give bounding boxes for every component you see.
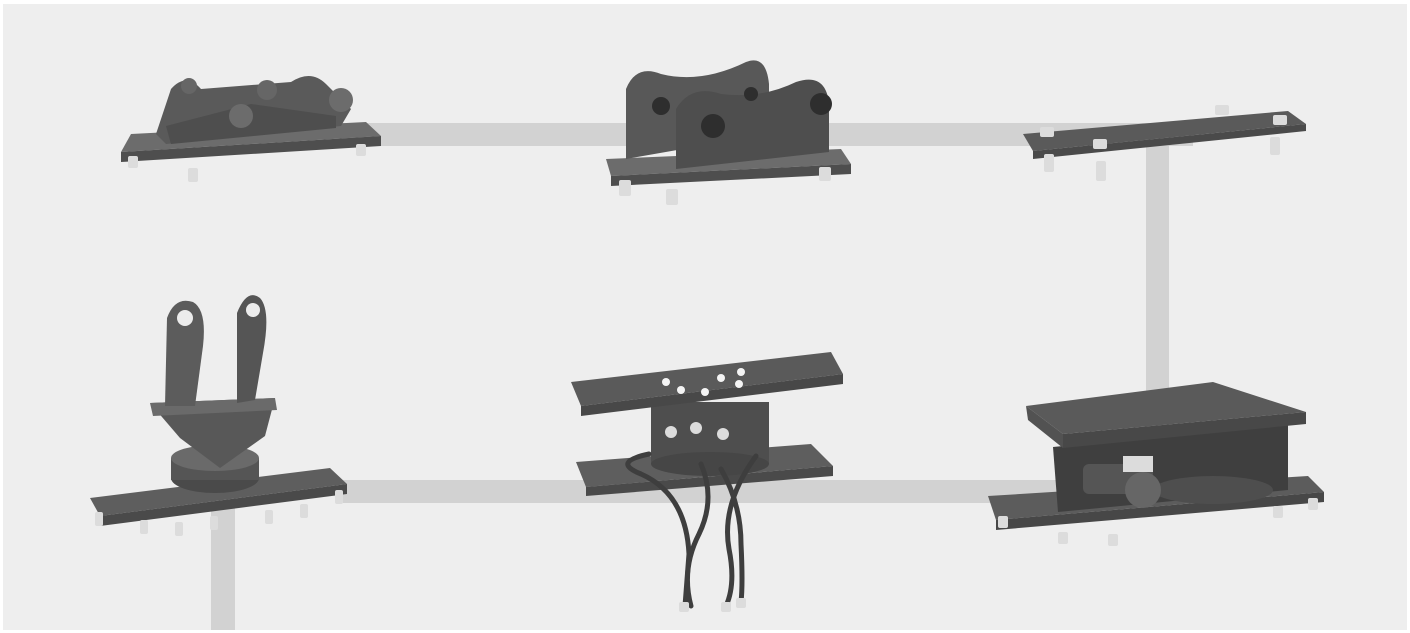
- tilt-unit-icon[interactable]: [988, 372, 1328, 557]
- rotator-with-hoses-icon[interactable]: [571, 344, 846, 619]
- quick-coupler-icon[interactable]: [111, 64, 391, 194]
- product-overview-canvas: [3, 4, 1407, 630]
- tilt-rotator-icon[interactable]: [85, 288, 355, 543]
- pin-on-bracket-icon[interactable]: [601, 44, 861, 209]
- adapter-plate-icon[interactable]: [1018, 99, 1313, 199]
